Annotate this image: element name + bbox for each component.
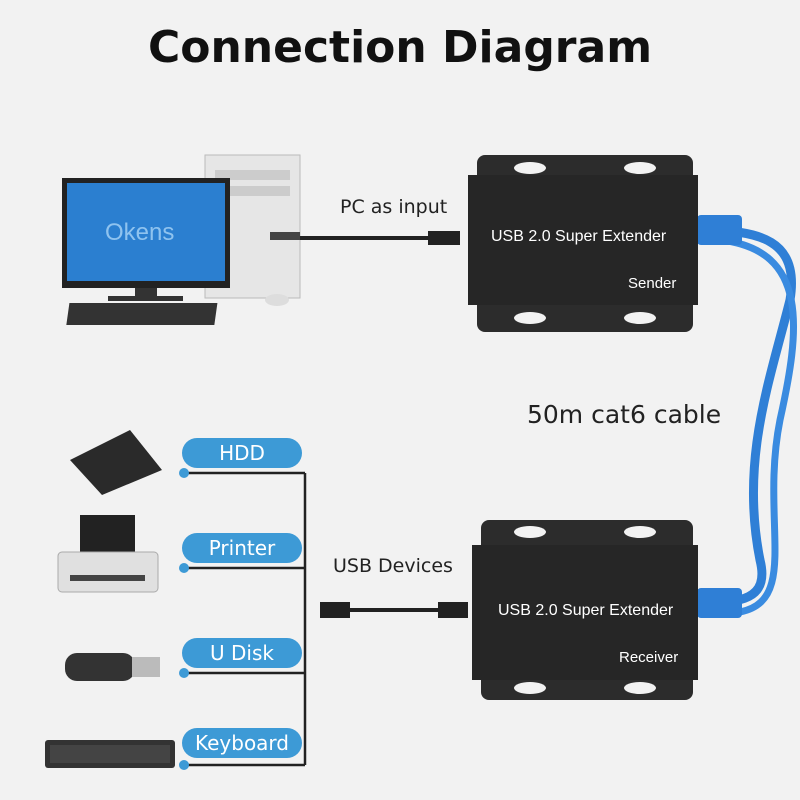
- watermark: Okens: [105, 219, 174, 246]
- printer-icon: [57, 515, 159, 593]
- hdd-icon: [70, 430, 162, 495]
- cable-label: 50m cat6 cable: [527, 400, 722, 429]
- receiver-name: USB 2.0 Super Extender: [498, 602, 674, 619]
- sender-name: USB 2.0 Super Extender: [491, 228, 667, 245]
- device-label-printer: Printer: [182, 533, 302, 563]
- rj45-plug-sender: [697, 215, 742, 245]
- device-connector-lines: [185, 471, 307, 767]
- pc-icon: Okens: [62, 154, 301, 325]
- sender-box: [468, 155, 698, 332]
- sender-role: Sender: [628, 275, 677, 292]
- usb-cable-devices: [320, 602, 468, 618]
- usb-devices-label: USB Devices: [333, 555, 453, 577]
- rj45-plug-receiver: [697, 588, 742, 618]
- device-label-hdd: HDD: [182, 438, 302, 468]
- keyboard-icon: [45, 740, 175, 768]
- usb-plug: [428, 231, 460, 245]
- pc-input-label: PC as input: [340, 196, 448, 218]
- device-label-keyboard: Keyboard: [182, 728, 302, 758]
- cat6-cable: [699, 225, 797, 616]
- usb-drive-icon: [65, 653, 160, 681]
- connector-dots: [179, 468, 189, 770]
- page-title: Connection Diagram: [147, 22, 653, 73]
- device-label-u-disk: U Disk: [182, 638, 302, 668]
- receiver-box: [472, 520, 698, 700]
- receiver-role: Receiver: [619, 649, 679, 666]
